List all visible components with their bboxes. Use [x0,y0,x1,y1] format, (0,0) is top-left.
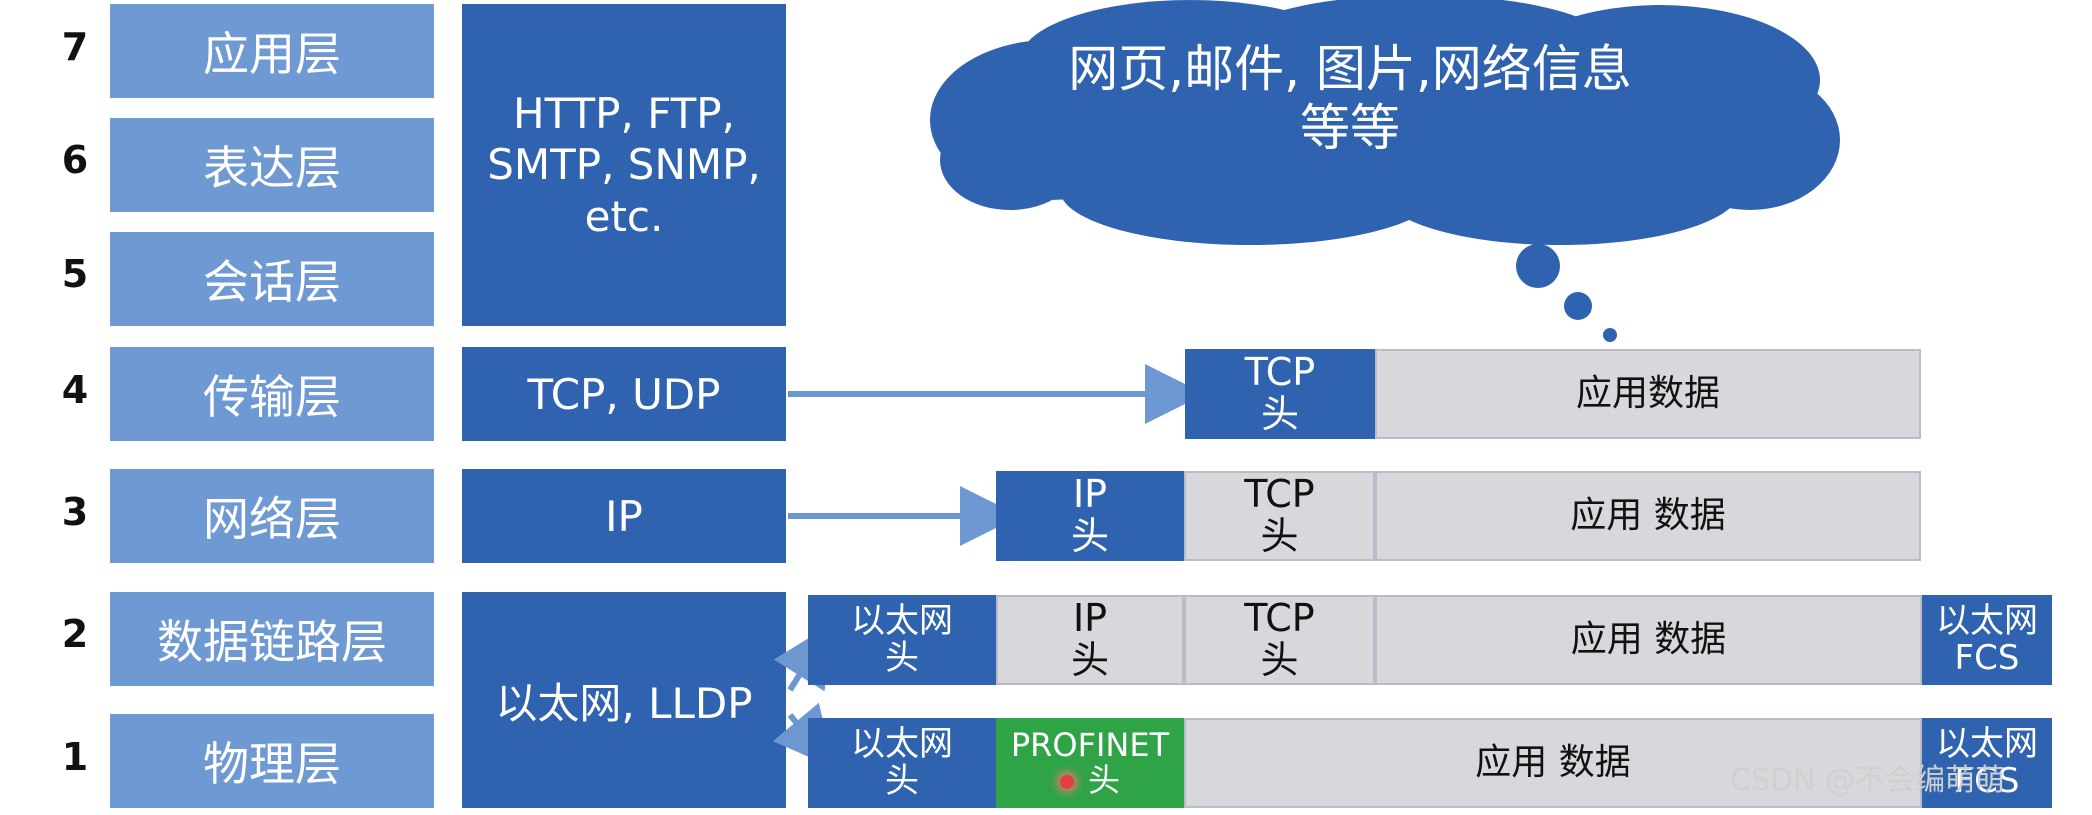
layer-network: 网络层 [110,469,434,563]
datalink-eth-head: 以太网 头 [808,595,996,685]
thought-bubble-medium [1564,292,1592,320]
ip-head-sub: 头 [1070,514,1109,558]
physical-eth-head: 以太网 头 [808,718,996,808]
layer-number-3: 3 [61,490,89,534]
layer-session: 会话层 [110,232,434,326]
eth-fcs-sub: FCS [1954,761,2020,801]
eth-head-label: 以太网 [851,600,953,641]
eth-head-sub: 头 [885,761,919,801]
network-ip-head: IP 头 [996,471,1184,561]
profinet-head-sub: 头 [1059,761,1120,799]
layer-number-2: 2 [61,612,89,656]
tcp-head-label: TCP [1244,472,1315,517]
eth-fcs-label: 以太网 [1936,600,2038,641]
red-dot-icon [1059,775,1074,789]
ip-head-label: IP [1072,596,1108,641]
protocol-box-application: HTTP, FTP, SMTP, SNMP, etc. [462,4,786,326]
tcp-head-label: TCP [1244,350,1316,395]
layer-number-1: 1 [61,735,89,779]
layer-physical: 物理层 [110,714,434,808]
cloud-text-line1: 网页,邮件, 图片,网络信息 [1068,40,1632,98]
thought-bubble-large [1516,244,1560,288]
protocol-box-network: IP [462,469,786,563]
ip-head-sub: 头 [1070,638,1109,682]
eth-fcs-label: 以太网 [1936,723,2038,764]
protocol-box-transport: TCP, UDP [462,347,786,441]
physical-profinet-head: PROFINET 头 [996,718,1184,808]
protocol-app-line1: HTTP, FTP, [513,89,735,139]
layer-datalink: 数据链路层 [110,592,434,686]
layer-number-7: 7 [61,25,89,69]
datalink-tcp-head: TCP 头 [1184,595,1375,685]
tcp-head-sub: 头 [1260,392,1299,436]
layer-number-6: 6 [61,138,89,182]
datalink-ip-head: IP 头 [996,595,1184,685]
thought-bubble-small [1603,328,1617,342]
eth-fcs-sub: FCS [1954,638,2020,678]
cloud-text: 网页,邮件, 图片,网络信息 等等 [1040,40,1660,158]
transport-app-data: 应用数据 [1375,349,1921,439]
protocol-box-link: 以太网, LLDP [462,592,786,808]
tcp-head-sub: 头 [1260,514,1299,558]
physical-app-data: 应用 数据 [1184,718,1922,808]
ip-head-label: IP [1072,472,1108,517]
transport-tcp-head: TCP 头 [1185,349,1375,439]
layer-transport: 传输层 [110,347,434,441]
watermark: CSDN @不会编萌萌 [1730,763,2006,798]
protocol-app-line2: SMTP, SNMP, [487,140,761,190]
eth-head-sub: 头 [885,638,919,678]
physical-eth-fcs: 以太网 FCS [1922,718,2052,808]
layer-number-5: 5 [61,252,89,296]
layer-number-4: 4 [61,368,89,412]
cloud-text-line2: 等等 [1300,99,1400,157]
layer-application: 应用层 [110,4,434,98]
network-app-data: 应用 数据 [1375,471,1921,561]
cloud-shape [930,0,1840,245]
datalink-eth-fcs: 以太网 FCS [1922,595,2052,685]
profinet-head-sub-text: 头 [1087,761,1120,799]
tcp-head-label: TCP [1244,596,1315,641]
datalink-app-data: 应用 数据 [1375,595,1922,685]
layer-presentation: 表达层 [110,118,434,212]
network-tcp-head: TCP 头 [1184,471,1375,561]
eth-head-label: 以太网 [851,723,953,764]
protocol-app-line3: etc. [584,191,664,241]
profinet-head-label: PROFINET [1010,725,1170,764]
tcp-head-sub: 头 [1260,638,1299,682]
